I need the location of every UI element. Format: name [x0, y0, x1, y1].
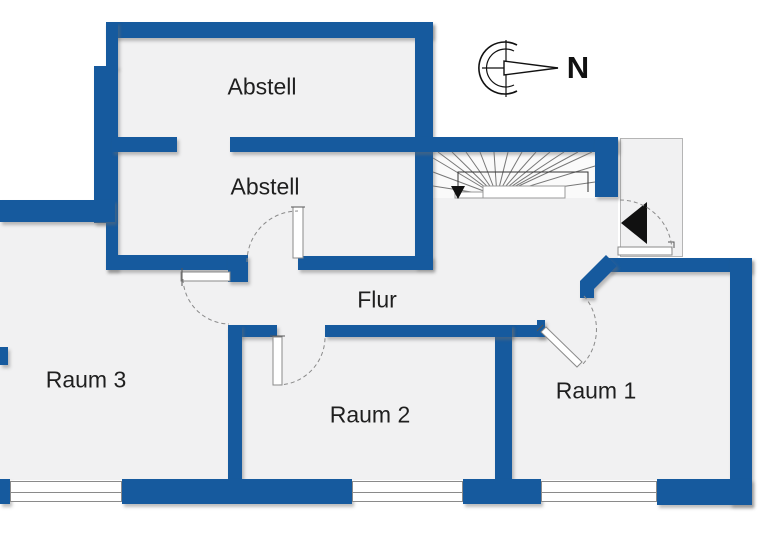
- window-raum3: [10, 481, 122, 502]
- wall-abstell-left-upper: [106, 22, 118, 68]
- wall-bottom-left-end: [0, 479, 10, 504]
- wall-abstell-bottom-left: [106, 255, 228, 270]
- wall-raum1-chamfer: [580, 255, 617, 298]
- wall-abstell-divider-and-stairs-top: [230, 137, 618, 152]
- wall-bottom-center: [122, 479, 352, 504]
- door-raum3: [180, 268, 231, 325]
- north-label: N: [566, 50, 590, 85]
- wall-abstell-bottom-jamb: [228, 255, 248, 282]
- room-label-abstell-upper: Abstell: [227, 73, 297, 100]
- stairs-landing: [454, 185, 566, 199]
- room-label-flur: Flur: [357, 286, 397, 313]
- room-label-raum2: Raum 2: [329, 401, 411, 428]
- room-label-raum3: Raum 3: [45, 366, 127, 393]
- wall-abstell-top: [106, 22, 433, 38]
- door-entrance: [617, 199, 675, 256]
- entrance-arrow-icon: [621, 202, 647, 244]
- wall-raum1-top: [608, 258, 752, 272]
- stairs-walkline: [451, 171, 589, 199]
- window-raum1: [541, 481, 657, 502]
- door-raum1: [536, 295, 597, 368]
- wall-corner-bottom-right: [657, 479, 752, 505]
- wall-raum1-raum2-divider: [495, 325, 512, 480]
- wall-abstell-divider-left: [112, 137, 177, 152]
- compass-icon: [478, 40, 559, 97]
- entrance-landing: [620, 138, 683, 257]
- wall-flur-raum1-stub: [537, 320, 545, 337]
- wall-stairs-right: [595, 138, 618, 197]
- door-abstell-lower: [246, 206, 305, 263]
- wall-abstell-bottom-right: [298, 256, 433, 270]
- door-raum2: [270, 335, 326, 386]
- room-label-abstell-lower: Abstell: [230, 173, 300, 200]
- wall-bottom-pier: [463, 479, 541, 504]
- wall-raum3-top: [0, 200, 115, 222]
- wall-raum1-right: [730, 258, 752, 505]
- wall-raum2-top-main: [325, 325, 512, 337]
- stairs-down-arrow-icon: [451, 186, 465, 199]
- raum1-interior: [612, 272, 730, 480]
- wall-raum2-raum3-divider: [228, 325, 242, 480]
- window-raum2: [352, 481, 463, 502]
- room-label-raum1: Raum 1: [555, 377, 637, 404]
- wall-left-stub: [0, 347, 8, 365]
